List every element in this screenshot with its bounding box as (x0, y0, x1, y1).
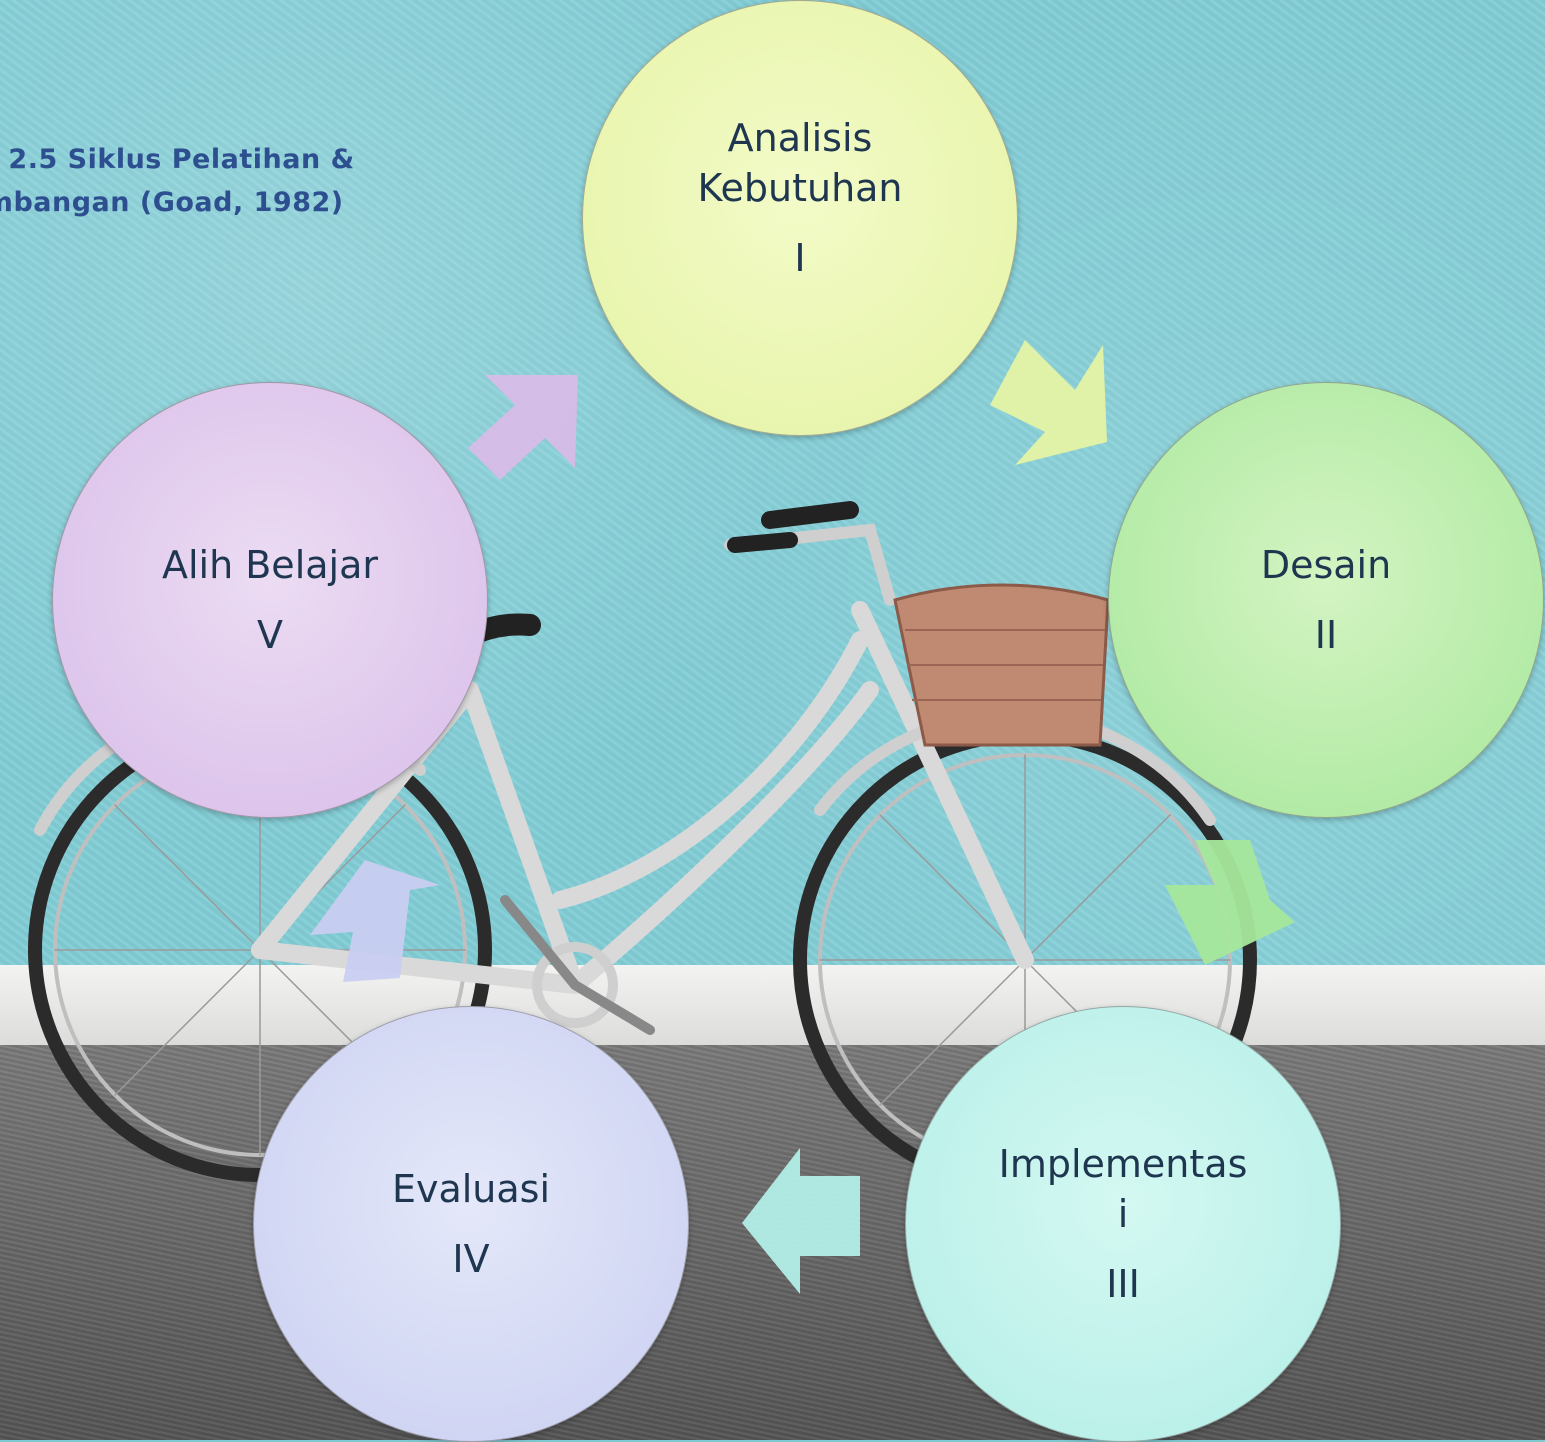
node-number: I (794, 236, 806, 280)
node-desain: Desain II (1108, 382, 1544, 818)
node-analisis-kebutuhan: Analisis Kebutuhan I (582, 0, 1018, 436)
node-label: Desain (1260, 543, 1392, 587)
node-alih-belajar: Alih Belajar V (52, 382, 488, 818)
title-line-1: ar 2.5 Siklus Pelatihan & (0, 144, 355, 175)
node-label: Evaluasi (391, 1167, 551, 1211)
title-line-2: embangan (Goad, 1982) (0, 187, 344, 218)
node-number: II (1314, 613, 1338, 657)
node-implementasi: Implementas i III (905, 1006, 1341, 1442)
arrow-alih-to-analisis (468, 375, 578, 480)
arrow-implementasi-to-evaluasi (742, 1148, 860, 1294)
arrow-desain-to-implementasi (1165, 840, 1295, 965)
node-number: V (257, 613, 283, 657)
node-evaluasi: Evaluasi IV (253, 1006, 689, 1442)
diagram-title: ar 2.5 Siklus Pelatihan & embangan (Goad… (0, 138, 526, 224)
node-number: III (1106, 1262, 1140, 1306)
node-label: Alih Belajar (161, 543, 379, 587)
node-label: Implementas i (998, 1142, 1248, 1236)
node-label: Analisis Kebutuhan (697, 116, 903, 210)
node-number: IV (452, 1237, 490, 1281)
arrow-evaluasi-to-alih (310, 860, 440, 982)
curb-background (0, 965, 1545, 1045)
arrow-analisis-to-desain (990, 340, 1107, 465)
